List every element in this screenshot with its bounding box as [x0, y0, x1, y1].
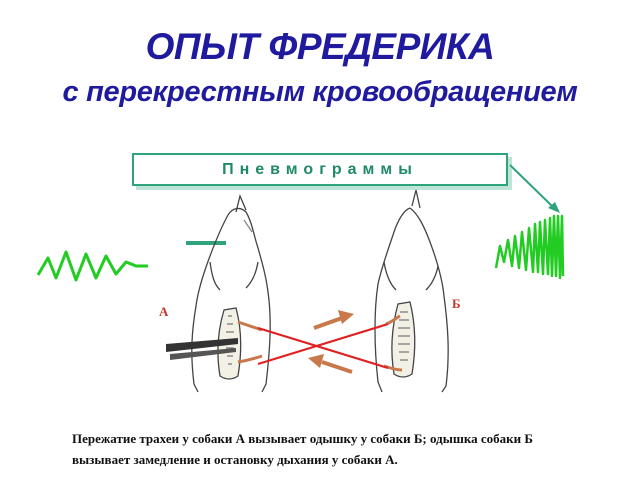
cross-circulation-lines	[257, 322, 389, 370]
left-pneumogram-wave	[36, 250, 148, 282]
dog-a-illustration	[191, 193, 271, 393]
pneumograms-label: Пневмограммы	[222, 160, 418, 178]
flow-arrow-to-a	[308, 354, 353, 374]
flow-arrow-to-b	[313, 310, 354, 330]
page-subtitle: с перекрестным кровообращением	[62, 76, 578, 108]
caption: Пережатие трахеи у собаки А вызывает оды…	[72, 428, 592, 470]
dog-b-illustration	[374, 189, 449, 393]
box-to-right-wave-arrow	[509, 164, 560, 213]
caption-line-2: вызывает замедление и остановку дыхания …	[72, 452, 398, 467]
dog-b-label: Б	[452, 296, 461, 311]
dog-a-label: А	[159, 304, 169, 319]
right-pneumogram-wave	[494, 214, 565, 280]
pneumograms-box: Пневмограммы	[132, 153, 508, 186]
caption-line-1: Пережатие трахеи у собаки А вызывает оды…	[72, 431, 533, 446]
left-recording-bar	[186, 241, 226, 245]
tracheal-clamp	[166, 338, 238, 360]
page-title: ОПЫТ ФРЕДЕРИКА	[145, 26, 495, 67]
